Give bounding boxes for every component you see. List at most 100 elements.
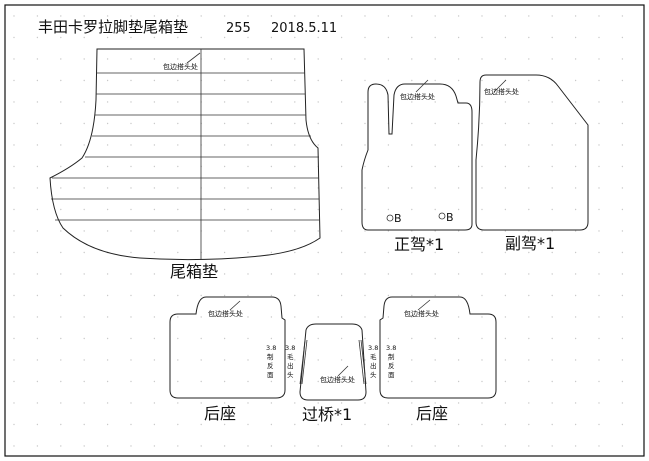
grid-dot [270, 187, 273, 189]
grid-dot [598, 337, 600, 340]
grid-dot [481, 208, 483, 211]
grid-dot [387, 359, 390, 361]
bridge-right-hem-2 [360, 339, 367, 385]
grid-dot [387, 273, 390, 275]
grid-dot [387, 380, 390, 383]
grid-dot [294, 79, 296, 82]
grid-dot [621, 79, 624, 82]
grid-dot [60, 230, 62, 232]
grid-dot [621, 359, 624, 361]
grid-dot [411, 208, 413, 211]
grid-dot [130, 122, 132, 125]
grid-dot [270, 79, 273, 82]
grid-dot [504, 208, 507, 211]
grid-dot [574, 337, 577, 340]
grid-dot [153, 230, 156, 232]
grid-dot [504, 15, 507, 17]
grid-dot [200, 316, 202, 318]
grid-dot [598, 15, 600, 17]
grid-dot [247, 144, 249, 146]
grid-dot [504, 337, 507, 340]
grid-dot [387, 316, 390, 318]
grid-dot [574, 402, 577, 404]
rear-right-mark-3: 反 [388, 361, 395, 370]
grid-dot [317, 445, 319, 447]
grid-dot [294, 251, 296, 254]
grid-dot [177, 445, 179, 447]
grid-dot [60, 101, 62, 103]
grid-dot [247, 337, 249, 340]
grid-dot [457, 36, 460, 39]
grid-dot [83, 101, 85, 103]
grid-dot [130, 423, 132, 426]
grid-dot [223, 273, 226, 275]
grid-dot [130, 251, 132, 254]
grid-dot [270, 101, 273, 103]
grid-dot [13, 208, 15, 211]
grid-dot [551, 36, 553, 39]
grid-dot [83, 380, 85, 383]
grid-dot [177, 402, 179, 404]
grid-dot [83, 359, 85, 361]
grid-dot [153, 101, 156, 103]
grid-dot [13, 359, 15, 361]
grid-dot [621, 423, 624, 426]
grid-dot [621, 36, 624, 39]
grid-dot [247, 445, 249, 447]
grid-dot [177, 187, 179, 189]
grid-dot [598, 101, 600, 103]
grid-dot [434, 36, 436, 39]
grid-dot [387, 208, 390, 211]
rear-left-note-leader [229, 300, 241, 311]
grid-dot [528, 251, 530, 254]
bridge-right-mark-1: 3.8 [368, 344, 378, 352]
grid-dot [504, 423, 507, 426]
grid-dot [364, 359, 366, 361]
grid-dot [551, 273, 553, 275]
bridge-mat: 3.8 毛 出 头 3.8 毛 出 头 包边搭头处 过桥*1 [285, 323, 378, 424]
grid-dot [598, 380, 600, 383]
grid-dot [387, 187, 390, 189]
grid-dot [457, 337, 460, 340]
grid-dot [481, 402, 483, 404]
grid-dot [317, 273, 319, 275]
grid-dot [177, 423, 179, 426]
grid-dot [504, 36, 507, 39]
grid-dot [223, 79, 226, 82]
grid-dot [457, 165, 460, 168]
grid-dot [106, 58, 109, 60]
trunk-mat-outline [49, 48, 321, 261]
grid-dot [270, 273, 273, 275]
grid-dot [387, 36, 390, 39]
grid-dot [364, 423, 366, 426]
grid-dot [434, 79, 436, 82]
grid-dot [434, 337, 436, 340]
grid-dot [36, 79, 39, 82]
grid-dot [481, 101, 483, 103]
driver-note-leader [415, 79, 429, 93]
grid-dot [621, 316, 624, 318]
grid-dot [364, 294, 366, 297]
grid-dot [36, 294, 39, 297]
grid-dot [36, 423, 39, 426]
grid-dot [247, 122, 249, 125]
rear-left-outline [169, 296, 286, 399]
grid-dot [200, 359, 202, 361]
grid-dot [270, 58, 273, 60]
grid-dot [247, 251, 249, 254]
grid-dot [270, 380, 273, 383]
bridge-right-mark-4: 头 [370, 370, 377, 379]
grid-dot [13, 230, 15, 232]
grid-dot [153, 58, 156, 60]
grid-dot [83, 58, 85, 60]
grid-dot [106, 294, 109, 297]
grid-dot [270, 122, 273, 125]
grid-dot [598, 122, 600, 125]
grid-dot [36, 165, 39, 168]
grid-dot [411, 402, 413, 404]
grid-dot [317, 423, 319, 426]
grid-dot [294, 15, 296, 17]
grid-dot [551, 380, 553, 383]
grid-dot [387, 423, 390, 426]
